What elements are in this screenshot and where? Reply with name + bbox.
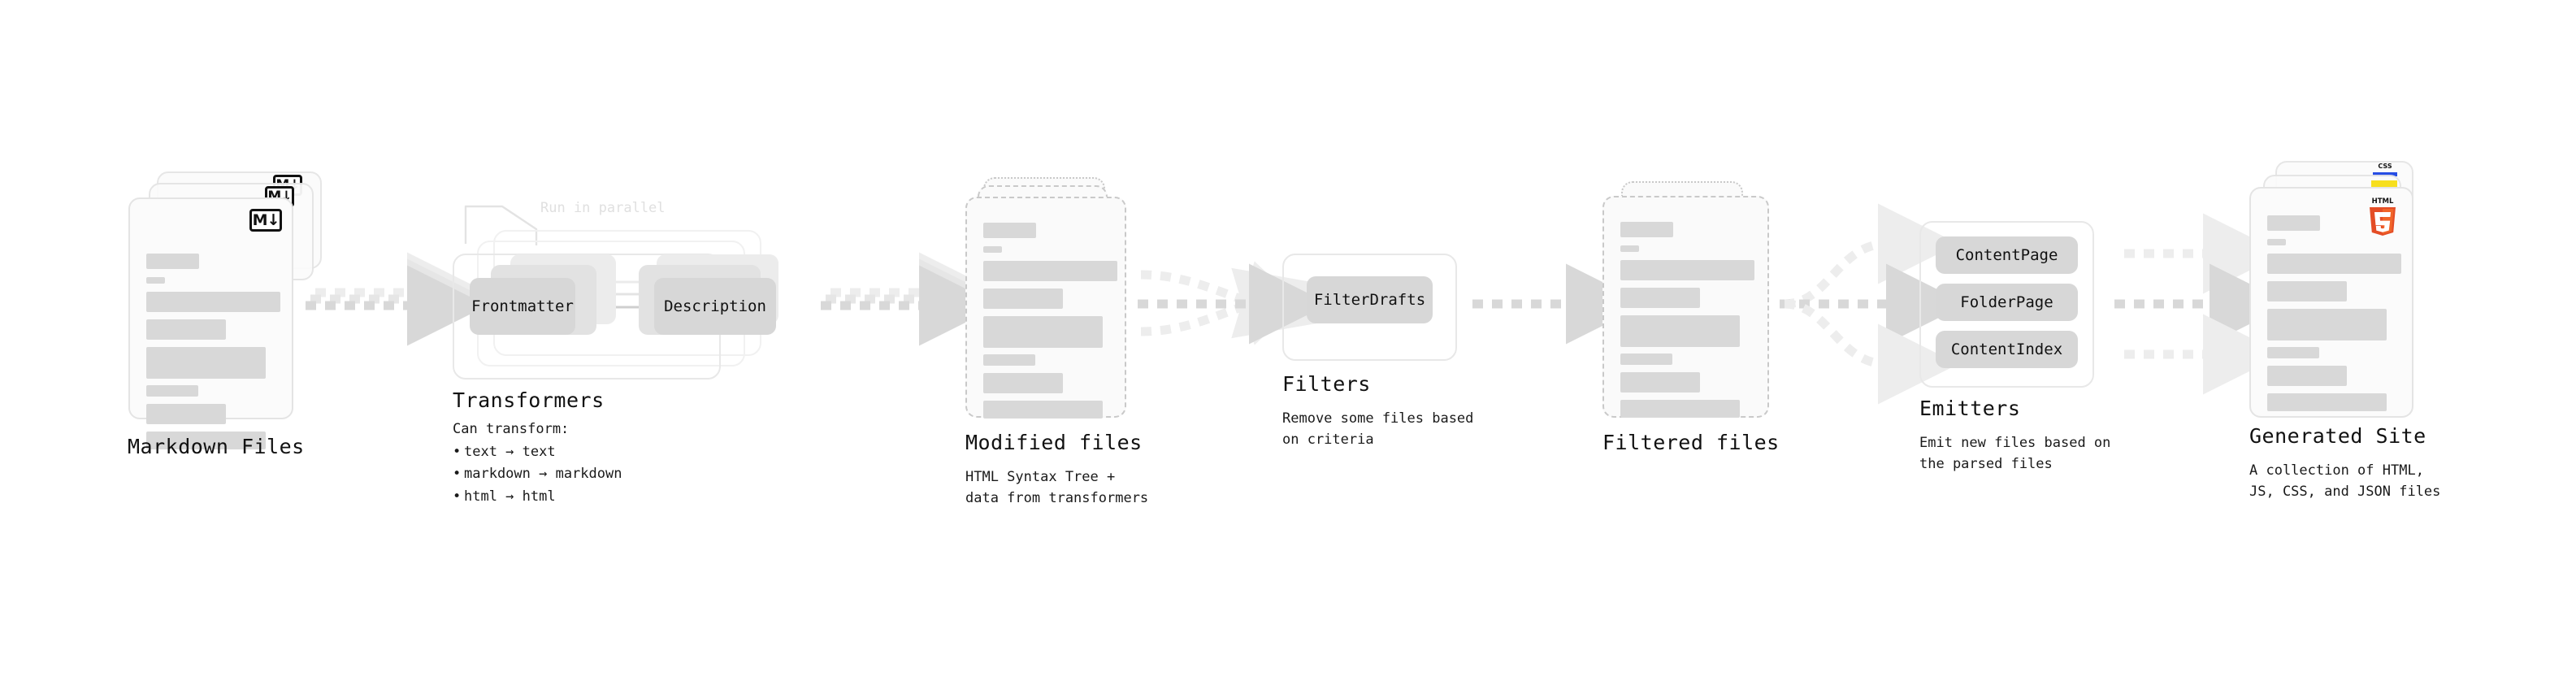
skeleton-bar bbox=[983, 354, 1035, 366]
skeleton-bar bbox=[146, 432, 266, 449]
stage-subtitle-modified-files: HTML Syntax Tree + data from transformer… bbox=[965, 469, 1149, 507]
stage-title-filters: Filters bbox=[1282, 372, 1371, 396]
skeleton-bar bbox=[983, 246, 1002, 253]
transformer-chip-frontmatter[interactable]: Frontmatter bbox=[470, 278, 575, 335]
arrow-transformers-to-modified bbox=[821, 252, 1000, 346]
skeleton-bar bbox=[983, 401, 1103, 419]
transformer-chip-description[interactable]: Description bbox=[654, 278, 776, 335]
transformers-list-header: Can transform: bbox=[453, 421, 570, 437]
skeleton-bar bbox=[146, 277, 165, 284]
site-doc-front-html: HTML bbox=[2249, 187, 2413, 418]
skeleton-bar bbox=[2267, 215, 2320, 231]
list-item: markdown → markdown bbox=[453, 463, 622, 486]
transformers-list: text → text markdown → markdown html → h… bbox=[453, 441, 622, 509]
transformers-capability-list: Can transform: text → text markdown → ma… bbox=[453, 419, 622, 508]
filters-panel bbox=[1282, 254, 1457, 361]
stage-title-markdown-files: Markdown Files bbox=[128, 435, 305, 458]
skeleton-bar bbox=[146, 347, 266, 379]
skeleton-bar bbox=[146, 292, 280, 312]
stage-subtitle-generated-site: A collection of HTML, JS, CSS, and JSON … bbox=[2249, 462, 2441, 501]
skeleton-bar bbox=[146, 385, 198, 397]
markdown-doc-front: M↓ bbox=[128, 197, 293, 449]
run-in-parallel-annotation: Run in parallel bbox=[540, 200, 666, 216]
stage-title-filtered-files: Filtered files bbox=[1602, 431, 1780, 454]
skeleton-bar bbox=[2267, 309, 2387, 340]
stage-title-transformers: Transformers bbox=[453, 388, 605, 412]
list-item: text → text bbox=[453, 441, 622, 464]
skeleton-bar bbox=[146, 254, 199, 269]
arrow-emitters-to-site bbox=[2114, 213, 2290, 395]
skeleton-bar bbox=[2267, 347, 2319, 358]
stage-title-emitters: Emitters bbox=[1919, 397, 2021, 420]
skeleton-bar bbox=[983, 373, 1063, 393]
stage-subtitle-filters: Remove some files based on criteria bbox=[1282, 410, 1474, 449]
stage-title-generated-site: Generated Site bbox=[2249, 424, 2426, 448]
skeleton-bar bbox=[983, 288, 1063, 309]
skeleton-bar bbox=[1620, 372, 1700, 393]
skeleton-bar bbox=[146, 404, 226, 424]
skeleton-bar bbox=[1620, 400, 1740, 418]
filtered-doc-front bbox=[1602, 196, 1769, 418]
arrow-filtered-to-emitters bbox=[1780, 203, 1967, 405]
stage-subtitle-emitters: Emit new files based on the parsed files bbox=[1919, 435, 2111, 473]
svg-text:HTML: HTML bbox=[2372, 197, 2394, 206]
skeleton-bar bbox=[1620, 288, 1700, 308]
skeleton-bar bbox=[1620, 315, 1740, 347]
skeleton-bar bbox=[2267, 254, 2401, 274]
skeleton-bar bbox=[146, 319, 226, 340]
stage-title-modified-files: Modified files bbox=[965, 431, 1143, 454]
list-item: html → html bbox=[453, 486, 622, 509]
skeleton-bar bbox=[983, 261, 1117, 281]
emitter-chip-contentindex[interactable]: ContentIndex bbox=[1936, 331, 2078, 368]
skeleton-bar bbox=[1620, 354, 1672, 365]
arrow-markdown-to-transformers bbox=[306, 252, 488, 346]
skeleton-bar bbox=[2267, 393, 2387, 411]
skeleton-bar bbox=[2267, 239, 2286, 245]
skeleton-bar bbox=[1620, 260, 1754, 280]
skeleton-bar bbox=[983, 223, 1036, 238]
skeleton-bar bbox=[1620, 245, 1639, 252]
markdown-badge-icon: M↓ bbox=[249, 209, 282, 232]
skeleton-bar bbox=[2267, 281, 2347, 301]
html5-badge-icon: HTML bbox=[2370, 197, 2396, 236]
modified-doc-front bbox=[965, 197, 1126, 419]
skeleton-bar bbox=[983, 316, 1103, 348]
emitters-panel bbox=[1919, 221, 2094, 388]
css-badge-icon bbox=[2373, 172, 2397, 176]
filter-chip-filterdrafts[interactable]: FilterDrafts bbox=[1307, 276, 1433, 323]
emitter-chip-folderpage[interactable]: FolderPage bbox=[1936, 284, 2078, 321]
skeleton-bar bbox=[2267, 366, 2347, 386]
skeleton-bar bbox=[1620, 222, 1673, 237]
arrow-modified-to-filters bbox=[1138, 261, 1329, 345]
css-badge-text: CSS bbox=[2378, 163, 2392, 170]
emitter-chip-contentpage[interactable]: ContentPage bbox=[1936, 236, 2078, 274]
